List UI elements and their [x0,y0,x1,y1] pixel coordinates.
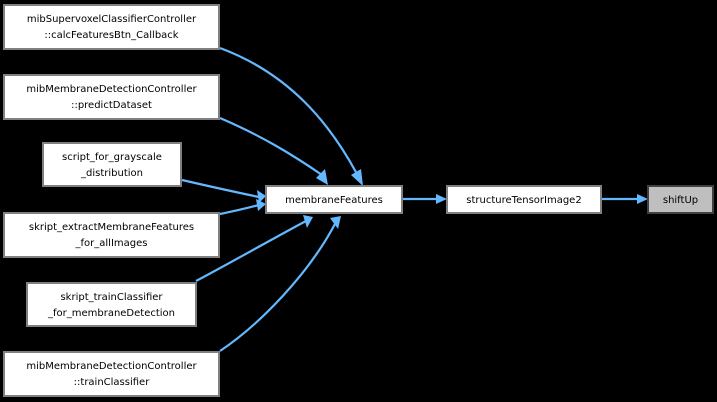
node-script-for-grayscale-distribution[interactable]: script_for_grayscale _distribution [42,142,182,187]
node-calcfeaturesbtn-callback[interactable]: mibSupervoxelClassifierController ::calc… [3,4,220,50]
node-structuretensorimage2[interactable]: structureTensorImage2 [446,185,602,214]
edge-skriptextractmembranefeatures-to-membranefeatures [219,199,266,216]
node-label-line-1: mibMembraneDetectionController [26,84,197,95]
edge-skripttrainclassifier-to-membranefeatures [195,215,313,282]
edge-layer [181,46,648,352]
node-label-line-1: structureTensorImage2 [466,195,581,206]
node-skript-extractmembranefeatures-for-allimages[interactable]: skript_extractMembraneFeatures _for_allI… [3,212,220,258]
node-label-line-2: ::calcFeaturesBtn_Callback [44,30,178,41]
edge-membranefeatures-to-structuretensorimage2 [403,194,447,204]
node-predictdataset[interactable]: mibMembraneDetectionController ::predict… [3,74,220,120]
edge-trainclassifier-to-membranefeatures [219,216,341,352]
node-label-line-2: _for_membraneDetection [47,308,175,319]
node-membranefeatures[interactable]: membraneFeatures [265,185,403,214]
node-label-line-2: ::predictDataset [71,100,152,111]
node-label-line-1: shiftUp [663,195,698,206]
node-label-line-1: mibMembraneDetectionController [26,361,197,372]
node-label-line-1: membraneFeatures [285,195,383,206]
node-mibmembranedetectioncontroller-trainclassifier[interactable]: mibMembraneDetectionController ::trainCl… [3,351,220,397]
edge-predictdataset-to-membranefeatures [219,116,328,185]
node-label-line-1: skript_trainClassifier [60,292,163,303]
node-label-line-1: mibSupervoxelClassifierController [27,14,197,25]
edge-scriptforgrayscale-to-membranefeatures [181,178,266,203]
node-label-line-1: script_for_grayscale [62,152,162,163]
edge-calcfeaturesbtn-to-membranefeatures [219,46,363,186]
node-label-line-2: _for_allImages [75,238,148,249]
node-label-line-2: ::trainClassifier [74,377,151,388]
node-shiftup[interactable]: shiftUp [647,185,714,214]
node-skript-trainclassifier-for-membranedetection[interactable]: skript_trainClassifier _for_membraneDete… [26,282,197,327]
node-label-line-1: skript_extractMembraneFeatures [29,222,194,233]
node-layer: mibSupervoxelClassifierController ::calc… [3,4,714,397]
edge-structuretensorimage2-to-shiftup [602,194,648,204]
node-label-line-2: _distribution [80,168,143,179]
